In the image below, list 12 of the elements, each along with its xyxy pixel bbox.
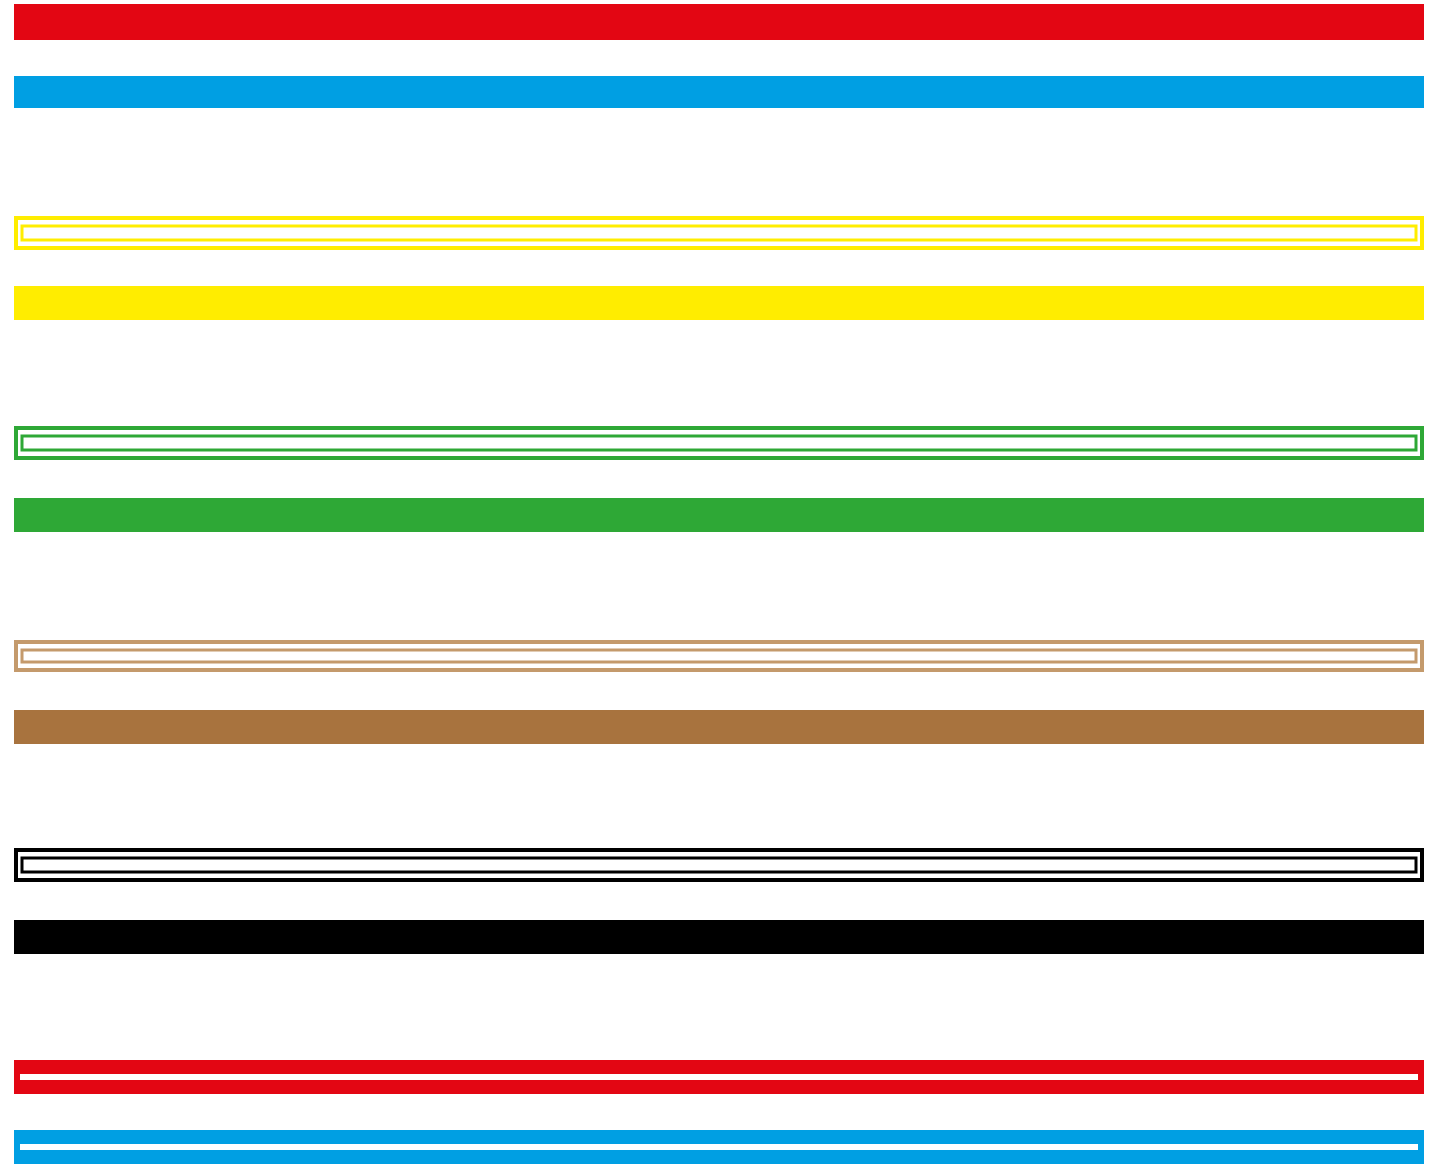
solid-wire-bar bbox=[14, 498, 1424, 532]
hollow-wire-bar bbox=[14, 640, 1424, 672]
hollow-wire-bar bbox=[14, 848, 1424, 882]
hollow-wire-bar bbox=[14, 426, 1424, 460]
solid-wire-bar bbox=[14, 710, 1424, 744]
striped-wire-bar bbox=[14, 1060, 1424, 1094]
solid-wire-bar bbox=[14, 76, 1424, 108]
solid-wire-bar bbox=[14, 4, 1424, 40]
hollow-wire-bar bbox=[14, 216, 1424, 250]
striped-wire-bar bbox=[14, 1130, 1424, 1164]
solid-wire-bar bbox=[14, 920, 1424, 954]
solid-wire-bar bbox=[14, 286, 1424, 320]
